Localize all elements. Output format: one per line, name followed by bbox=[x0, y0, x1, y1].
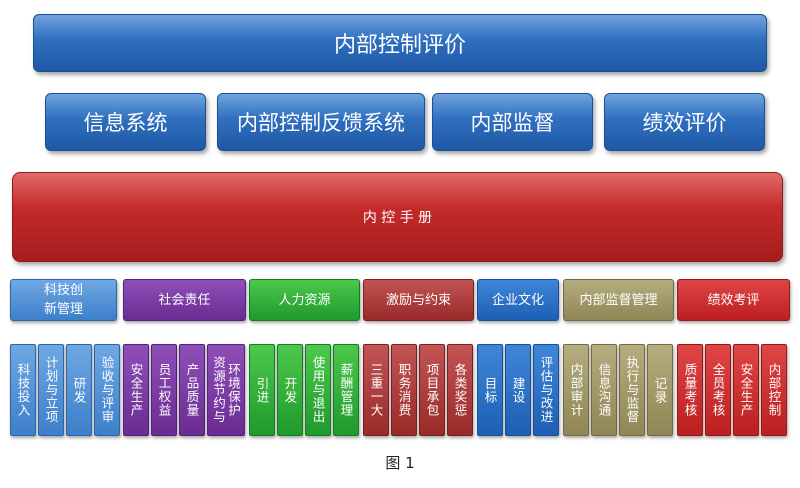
leaf-label: 科技投入 bbox=[15, 363, 31, 417]
internal-control-manual-box: 内 控 手 册 bbox=[12, 172, 783, 262]
leaf-box: 项目承包 bbox=[419, 344, 445, 436]
category-box: 企业文化 bbox=[477, 279, 559, 321]
leaf-box: 职务消费 bbox=[391, 344, 417, 436]
leaf-label: 引进 bbox=[254, 376, 270, 404]
leaf-box: 开发 bbox=[277, 344, 303, 436]
internal-control-evaluation-box: 内部控制评价 bbox=[33, 14, 767, 72]
leaf-label: 记录 bbox=[652, 376, 668, 404]
leaf-label: 计划与立项 bbox=[43, 356, 59, 424]
leaf-label: 质量考核 bbox=[682, 363, 698, 417]
leaf-box: 验收与评审 bbox=[94, 344, 120, 436]
leaf-label: 安全生产 bbox=[128, 363, 144, 417]
top-title: 内部控制评价 bbox=[333, 33, 466, 58]
row2-label: 内部控制反馈系统 bbox=[237, 111, 405, 135]
leaf-box: 建设 bbox=[505, 344, 531, 436]
leaf-box: 科技投入 bbox=[10, 344, 36, 436]
row2-box-3: 绩效评价 bbox=[604, 93, 765, 151]
leaf-label: 产品质量 bbox=[184, 363, 200, 417]
leaf-box: 全员考核 bbox=[705, 344, 731, 436]
leaf-label: 评估与改进 bbox=[538, 356, 554, 424]
category-box: 内部监督管理 bbox=[563, 279, 674, 321]
leaf-box: 员工权益 bbox=[151, 344, 177, 436]
leaf-box: 研发 bbox=[66, 344, 92, 436]
row2-box-2: 内部监督 bbox=[432, 93, 593, 151]
leaf-box: 薪酬管理 bbox=[333, 344, 359, 436]
category-box: 激励与约束 bbox=[363, 279, 474, 321]
leaf-label: 建设 bbox=[510, 376, 526, 404]
category-label: 激励与约束 bbox=[385, 292, 451, 308]
row2-label: 内部监督 bbox=[470, 111, 555, 135]
leaf-label: 职务消费 bbox=[396, 363, 412, 417]
leaf-label: 开发 bbox=[282, 376, 298, 404]
leaf-box: 产品质量 bbox=[179, 344, 205, 436]
category-label: 社会责任 bbox=[158, 292, 211, 308]
leaf-box: 引进 bbox=[249, 344, 275, 436]
row2-box-0: 信息系统 bbox=[45, 93, 206, 151]
row2-label: 信息系统 bbox=[83, 111, 168, 135]
leaf-box: 评估与改进 bbox=[533, 344, 559, 436]
category-label: 绩效考评 bbox=[707, 292, 760, 308]
leaf-box: 目标 bbox=[477, 344, 503, 436]
leaf-label: 信息沟通 bbox=[596, 363, 612, 417]
category-label: 企业文化 bbox=[491, 292, 544, 308]
leaf-box: 执行与监督 bbox=[619, 344, 645, 436]
leaf-label: 安全生产 bbox=[738, 363, 754, 417]
leaf-box: 内部审计 bbox=[563, 344, 589, 436]
category-box: 绩效考评 bbox=[677, 279, 790, 321]
leaf-label: 三重一大 bbox=[368, 363, 384, 417]
leaf-box: 质量考核 bbox=[677, 344, 703, 436]
leaf-box: 安全生产 bbox=[733, 344, 759, 436]
leaf-box: 内部控制 bbox=[761, 344, 787, 436]
leaf-label: 使用与退出 bbox=[310, 356, 326, 424]
leaf-label: 项目承包 bbox=[424, 363, 440, 417]
leaf-label: 研发 bbox=[71, 376, 87, 404]
row2-box-1: 内部控制反馈系统 bbox=[217, 93, 425, 151]
leaf-label: 环境保护 资源节约与 bbox=[211, 356, 241, 424]
leaf-box: 各类奖惩 bbox=[447, 344, 473, 436]
leaf-label: 内部审计 bbox=[568, 363, 584, 417]
leaf-label: 薪酬管理 bbox=[338, 363, 354, 417]
category-box: 社会责任 bbox=[123, 279, 246, 321]
leaf-label: 内部控制 bbox=[766, 363, 782, 417]
category-label: 人力资源 bbox=[278, 292, 331, 308]
leaf-box: 记录 bbox=[647, 344, 673, 436]
category-label: 科技创 新管理 bbox=[43, 283, 83, 317]
category-label: 内部监督管理 bbox=[579, 292, 658, 308]
leaf-box: 三重一大 bbox=[363, 344, 389, 436]
leaf-label: 执行与监督 bbox=[624, 356, 640, 424]
row2-label: 绩效评价 bbox=[642, 111, 727, 135]
manual-title: 内 控 手 册 bbox=[362, 210, 433, 226]
leaf-label: 员工权益 bbox=[156, 363, 172, 417]
leaf-label: 各类奖惩 bbox=[452, 363, 468, 417]
leaf-box: 信息沟通 bbox=[591, 344, 617, 436]
leaf-box: 使用与退出 bbox=[305, 344, 331, 436]
leaf-box: 环境保护 资源节约与 bbox=[207, 344, 245, 436]
category-box: 科技创 新管理 bbox=[10, 279, 117, 321]
figure-caption: 图 1 bbox=[385, 454, 415, 472]
leaf-label: 验收与评审 bbox=[99, 356, 115, 424]
leaf-box: 安全生产 bbox=[123, 344, 149, 436]
leaf-label: 全员考核 bbox=[710, 363, 726, 417]
category-box: 人力资源 bbox=[249, 279, 360, 321]
leaf-box: 计划与立项 bbox=[38, 344, 64, 436]
leaf-label: 目标 bbox=[482, 376, 498, 404]
